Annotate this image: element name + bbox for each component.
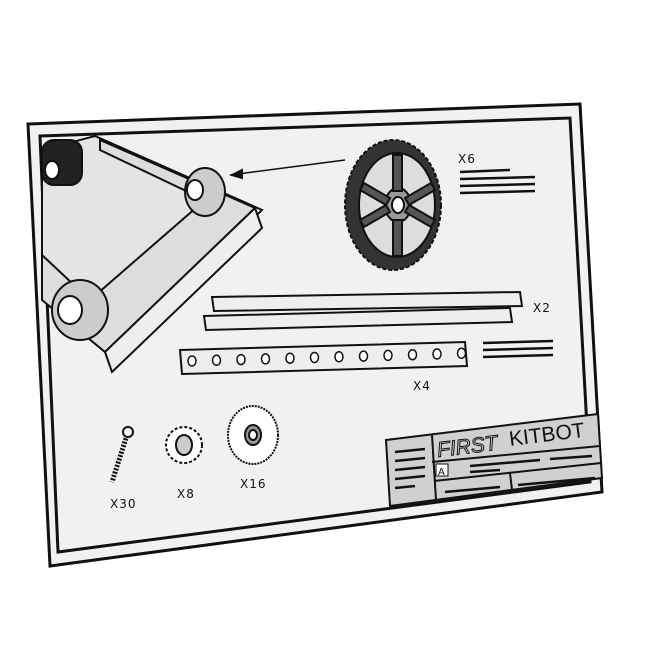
bar-hole [407,348,418,361]
wheel-quantity: X6 [458,152,476,166]
bar-hole [187,355,197,367]
bar-hole [260,353,271,365]
small-sprocket-icon [165,426,203,464]
rail-quantity: X2 [533,301,551,315]
bar-hole [358,350,369,362]
revision-label: A [438,467,446,478]
bar-hole [383,349,393,362]
bar-hole [432,348,442,360]
small-sprocket-quantity: X8 [177,487,195,501]
hole-bar-notes [482,339,554,359]
screw-icon [109,426,134,483]
sheet-inner-border [38,116,592,554]
rail-icon [202,290,524,332]
bar-hole [211,354,222,367]
hole-bar-icon [178,340,469,376]
bar-hole [236,353,246,366]
wheel-icon [344,139,442,271]
bar-hole [309,351,320,364]
title-block [384,412,604,508]
chassis-drawing [41,134,346,374]
screw-quantity: X30 [110,497,137,511]
bar-hole [285,352,295,364]
hole-bar-quantity: X4 [413,379,431,393]
bar-hole [334,351,344,363]
large-sprocket-icon [227,405,279,465]
bar-hole [456,347,467,360]
wheel-notes [459,168,536,195]
large-sprocket-quantity: X16 [240,477,267,491]
